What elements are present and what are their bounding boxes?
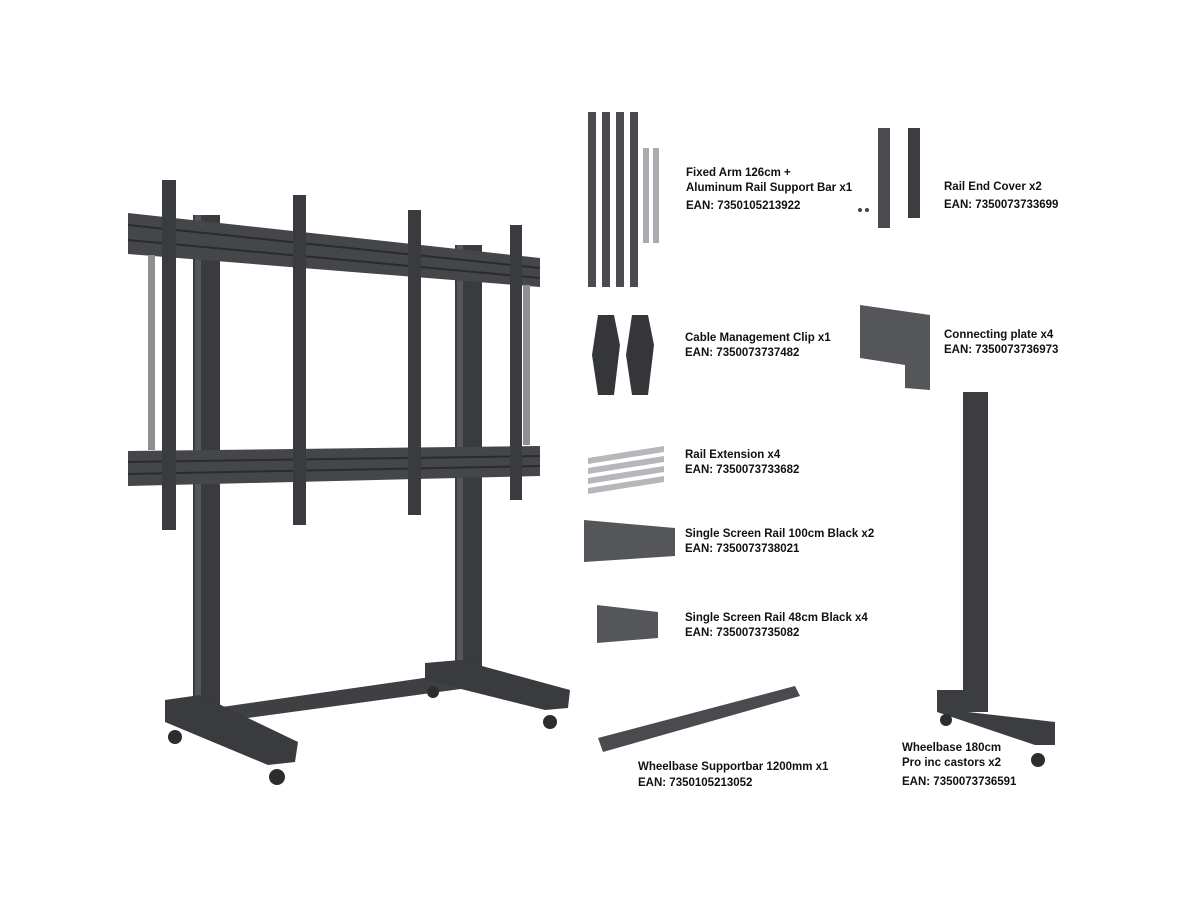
- part-ean: EAN: 7350073736591: [902, 776, 1017, 788]
- part-ean: EAN: 7350073736973: [944, 344, 1059, 356]
- part-name: Wheelbase 180cm: [902, 742, 1002, 754]
- part-label-cable-clip: Cable Management Clip x1 EAN: 7350073737…: [685, 331, 831, 361]
- part-ean: EAN: 7350073733699: [944, 199, 1059, 211]
- connecting-plate-part: [860, 305, 930, 390]
- part-label-rail-end-cover: Rail End Cover x2 EAN: 7350073733699: [944, 180, 1058, 213]
- part-name: Single Screen Rail 48cm Black x4: [685, 612, 868, 624]
- cable-clip-part: [592, 315, 654, 395]
- fixed-arms-part: [588, 112, 659, 287]
- part-label-rail-100cm: Single Screen Rail 100cm Black x2 EAN: 7…: [685, 527, 874, 557]
- part-ean: EAN: 7350073738021: [685, 543, 800, 555]
- rail-end-cover-part: [858, 128, 920, 228]
- part-label-fixed-arm: Fixed Arm 126cm + Aluminum Rail Support …: [686, 166, 852, 214]
- part-name-line2: Aluminum Rail Support Bar x1: [686, 182, 853, 194]
- part-name: Cable Management Clip x1: [685, 332, 831, 344]
- part-label-wheelbase: Wheelbase 180cm Pro inc castors x2 EAN: …: [902, 741, 1016, 790]
- base-crossbar: [215, 672, 468, 722]
- wheelbase-supportbar-part: [598, 686, 800, 752]
- vertical-arm: [408, 210, 421, 515]
- bottom-rail: [128, 446, 540, 486]
- left-foot: [165, 695, 298, 765]
- part-label-rail-extension: Rail Extension x4 EAN: 7350073733682: [685, 448, 799, 478]
- part-name-line2: Pro inc castors x2: [902, 757, 1002, 769]
- rail-extension-part: [588, 446, 664, 494]
- vertical-arm: [162, 180, 176, 530]
- part-label-connecting-plate: Connecting plate x4 EAN: 7350073736973: [944, 328, 1058, 358]
- part-ean: EAN: 7350073733682: [685, 464, 800, 476]
- part-ean: EAN: 7350073735082: [685, 627, 800, 639]
- part-label-rail-48cm: Single Screen Rail 48cm Black x4 EAN: 73…: [685, 611, 868, 641]
- vertical-arm: [510, 225, 522, 500]
- part-name: Rail End Cover x2: [944, 181, 1042, 193]
- part-name: Single Screen Rail 100cm Black x2: [685, 528, 875, 540]
- part-name: Rail Extension x4: [685, 449, 781, 461]
- wheelbase-part: [937, 392, 1055, 767]
- part-name: Fixed Arm 126cm +: [686, 167, 791, 179]
- part-label-wheelbase-supportbar: Wheelbase Supportbar 1200mm x1 EAN: 7350…: [638, 760, 828, 791]
- assembled-video-wall-stand: [127, 180, 570, 785]
- right-foot: [425, 660, 570, 710]
- part-ean: EAN: 7350105213922: [686, 200, 801, 212]
- rail-48cm-part: [597, 605, 658, 643]
- part-ean: EAN: 7350073737482: [685, 347, 800, 359]
- part-name: Wheelbase Supportbar 1200mm x1: [638, 761, 829, 773]
- part-name: Connecting plate x4: [944, 329, 1054, 341]
- rail-100cm-part: [584, 520, 675, 562]
- part-ean: EAN: 7350105213052: [638, 777, 753, 789]
- vertical-arm: [293, 195, 306, 525]
